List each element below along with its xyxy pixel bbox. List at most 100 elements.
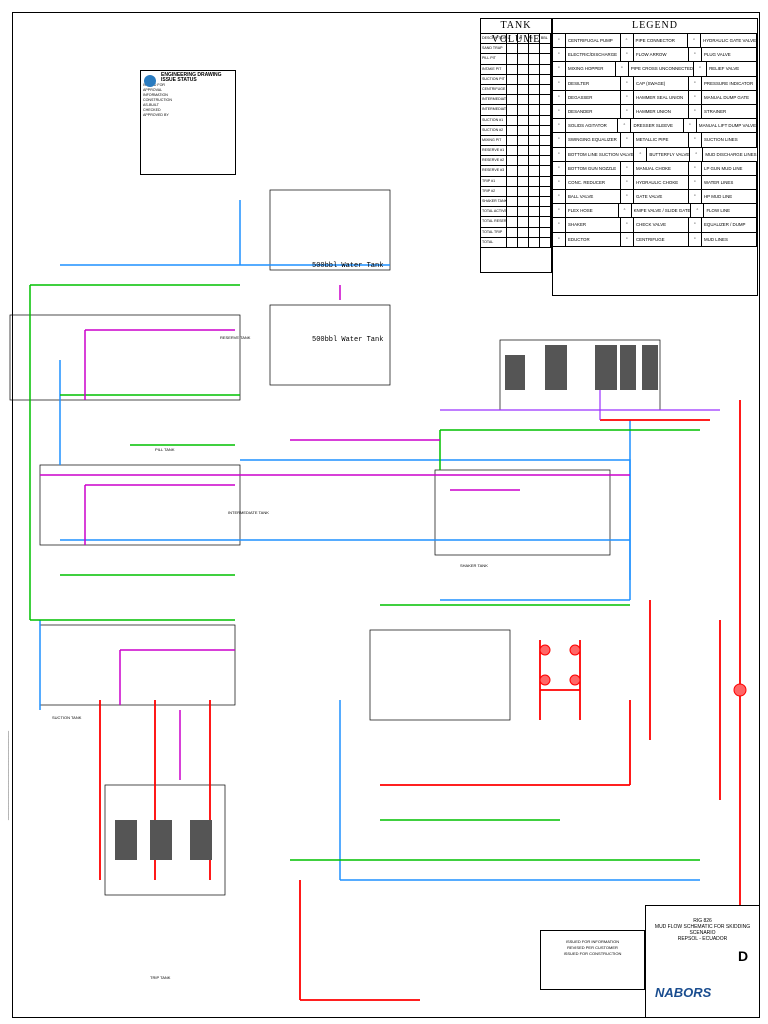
legend-symbol-icon: ◦	[689, 190, 702, 204]
tank-volume-row: SHAKER TANK	[481, 197, 552, 208]
legend-symbol-icon: ◦	[690, 147, 704, 161]
water-tank-2	[269, 304, 391, 386]
legend-description: SOLIDS AGITATOR	[568, 123, 607, 129]
legend-description: CENTRIFUGE	[636, 236, 665, 242]
legend-description: CAP (SWAGE)	[636, 80, 666, 86]
legend-symbol-icon: ◦	[553, 90, 566, 104]
tank-volume-row: SUCTION #2	[481, 125, 552, 136]
flow-line	[440, 380, 720, 420]
rig-number: RIG 826	[693, 918, 712, 924]
mud-pump-skid	[369, 629, 511, 721]
water-tank-2-label: 500bbl Water Tank	[312, 336, 384, 344]
hp-mud-line-4	[600, 419, 710, 740]
legend-symbol-icon: ◦	[621, 104, 634, 119]
legend-description: WATER LINES	[704, 179, 734, 185]
legend-symbol-icon: ◦	[553, 218, 566, 232]
suction-line-1	[29, 284, 240, 621]
legend-symbol-icon: ◦	[621, 232, 634, 246]
stamp-line: CHECKED	[143, 108, 161, 112]
drawing-title: MUD FLOW SCHEMATIC FOR SKIDDING SCENARIO	[654, 924, 751, 936]
legend-description: PRESSURE INDICATOR	[704, 80, 754, 86]
bop-node	[733, 683, 747, 697]
legend-row: ◦DEGASSER◦HAMMER SEAL UNION◦MANUAL DUMP …	[553, 90, 757, 105]
legend-symbol-icon: ◦	[553, 48, 566, 62]
legend-description: PLUG VALVE	[704, 52, 731, 58]
legend-symbol-icon: ◦	[689, 133, 702, 147]
issue-status-stamp: ENGINEERING DRAWING ISSUE STATUS ISSUED …	[140, 70, 236, 175]
legend-symbol-icon: ◦	[553, 232, 566, 246]
tank-volume-row: TRIP #2	[481, 186, 552, 197]
legend-symbol-icon: ◦	[684, 119, 697, 133]
legend-symbol-icon: ◦	[553, 190, 566, 204]
trip-tank-area	[104, 784, 226, 896]
shaker-unit-3	[620, 345, 636, 390]
legend-symbol-icon: ◦	[553, 119, 566, 133]
legend-symbol-icon: ◦	[553, 34, 566, 48]
stamp-title: ENGINEERING DRAWING	[161, 72, 222, 78]
reserve-tank	[9, 314, 241, 401]
legend-symbol-icon: ◦	[616, 62, 629, 76]
legend-row: ◦EDUCTOR◦CENTRIFUGE◦MUD LINES	[553, 232, 757, 247]
tank-volume-header: DESCRIPTION L W H BBL	[481, 34, 552, 45]
manifold-node-1	[539, 644, 551, 656]
legend-description: CONC. REDUCER	[568, 179, 606, 185]
legend-symbol-icon: ◦	[689, 104, 702, 119]
legend-row: ◦SWINGING EQUALIZER◦METALLIC PIPE◦SUCTIO…	[553, 133, 757, 148]
legend-row: ◦BOTTOM GUN NOZZLE◦MANUAL CHOKE◦LP GUN M…	[553, 161, 757, 176]
legend-symbol-icon: ◦	[553, 147, 566, 161]
stamp-line: APPROVED BY	[143, 113, 169, 117]
legend-symbol-icon: ◦	[621, 90, 634, 104]
legend-description: STRAINER	[704, 108, 727, 114]
legend-row: ◦BOTTOM LINE SUCTION VALVE◦BUTTERFLY VAL…	[553, 147, 758, 162]
stamp-line: AS-BUILT	[143, 103, 159, 107]
intermediate-tank-label: INTERMEDIATE TANK	[228, 510, 269, 515]
legend-symbol-icon: ◦	[621, 34, 634, 48]
suction-tank	[39, 624, 236, 706]
manifold-node-3	[539, 674, 551, 686]
legend-symbol-icon: ◦	[618, 119, 632, 133]
water-line-lower	[39, 620, 700, 881]
legend-symbol-icon: ◦	[689, 175, 702, 190]
legend-description: EDUCTOR	[568, 236, 590, 242]
legend-description: HP MUD LINE	[704, 194, 733, 200]
tank-volume-row: TRIP #1	[481, 176, 552, 187]
legend-description: BOTTOM GUN NOZZLE	[568, 165, 617, 171]
plot-stamp-text: ________________________________	[4, 731, 10, 820]
sheet-size: D	[738, 948, 749, 964]
legend-description: DRESSER SLEEVE	[633, 123, 673, 129]
legend-symbol-icon: ◦	[619, 204, 632, 218]
legend-symbol-icon: ◦	[553, 133, 566, 147]
title-block: RIG 826 MUD FLOW SCHEMATIC FOR SKIDDING …	[645, 905, 760, 1018]
legend-table: LEGEND ◦CENTRIFUGAL PUMP◦PIPE CONNECTOR◦…	[552, 18, 758, 296]
legend-symbol-icon: ◦	[553, 76, 566, 90]
company-logo-icon	[144, 75, 156, 87]
shaker-tank	[434, 469, 611, 556]
legend-description: SWINGING EQUALIZER	[568, 137, 617, 143]
discharge-line-1	[84, 329, 235, 545]
legend-row: ◦DESANDER◦HAMMER UNION◦STRAINER	[553, 104, 757, 120]
legend-symbol-icon: ◦	[621, 133, 634, 147]
tank-volume-row: INTERMEDIATE #2	[481, 105, 552, 116]
legend-description: EQUALIZER / DUMP	[704, 222, 746, 228]
nabors-logo: NABORS	[655, 985, 712, 1000]
legend-description: HYDRAULIC CHOKE	[636, 179, 679, 185]
drawing-frame	[12, 12, 760, 1018]
pill-tank-label: PILL TANK	[155, 447, 175, 452]
tank-volume-row: SUCTION #1	[481, 115, 552, 126]
tank-volume-title: TANK VOLUME	[481, 19, 551, 45]
legend-description: METALLIC PIPE	[636, 137, 669, 143]
legend-symbol-icon: ◦	[621, 76, 634, 90]
legend-symbol-icon: ◦	[553, 175, 566, 190]
legend-description: ELECTRIC/DISCHARGE	[568, 52, 618, 58]
legend-description: CENTRIFUGAL PUMP	[568, 38, 613, 43]
suction-line-4	[439, 429, 700, 470]
legend-description: FLOW LINE	[706, 208, 731, 214]
discharge-line-2	[40, 439, 630, 705]
legend-description: DESANDER	[568, 108, 593, 114]
legend-symbol-icon: ◦	[688, 34, 702, 48]
legend-description: HAMMER SEAL UNION	[636, 94, 684, 100]
shaker-unit-4	[642, 345, 658, 390]
tank-volume-table: TANK VOLUME DESCRIPTION L W H BBL SAND T…	[480, 18, 552, 273]
intermediate-tank	[39, 464, 241, 546]
